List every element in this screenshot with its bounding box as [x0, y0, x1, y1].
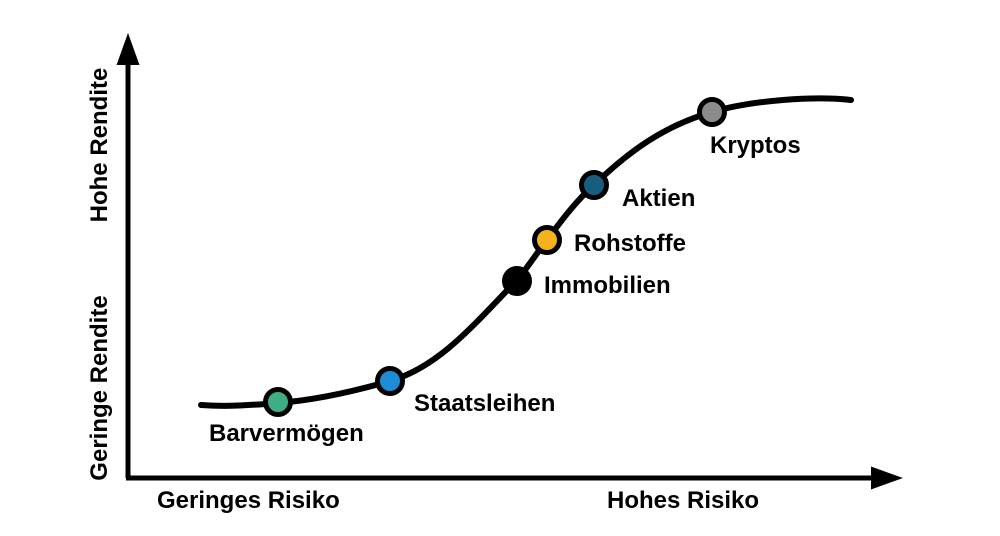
data-point-dot-3: [532, 225, 562, 255]
x-axis-label-high: Hohes Risiko: [607, 487, 759, 514]
data-point-label-2: Immobilien: [544, 272, 671, 299]
data-point-dot-0: [263, 387, 293, 417]
data-point-dot-1: [375, 366, 405, 396]
data-point-dot-4: [579, 170, 609, 200]
x-axis-label-low: Geringes Risiko: [157, 487, 340, 514]
data-point-label-0: Barvermögen: [209, 420, 364, 447]
data-point-label-1: Staatsleihen: [414, 390, 555, 417]
data-point-dot-2: [502, 266, 532, 296]
y-axis-arrowhead-icon: [116, 33, 140, 65]
points-layer: Barvermögen Staatsleihen Immobilien Rohstof…: [209, 97, 801, 447]
y-axis-label-high: Hohe Rendite: [86, 68, 113, 223]
x-axis-arrowhead-icon: [871, 466, 903, 490]
y-axis-label-low: Geringe Rendite: [86, 295, 113, 480]
data-point-dot-5: [697, 97, 727, 127]
data-point-label-3: Rohstoffe: [574, 230, 686, 257]
data-point-label-4: Aktien: [622, 185, 695, 212]
data-point-label-5: Kryptos: [710, 132, 801, 159]
